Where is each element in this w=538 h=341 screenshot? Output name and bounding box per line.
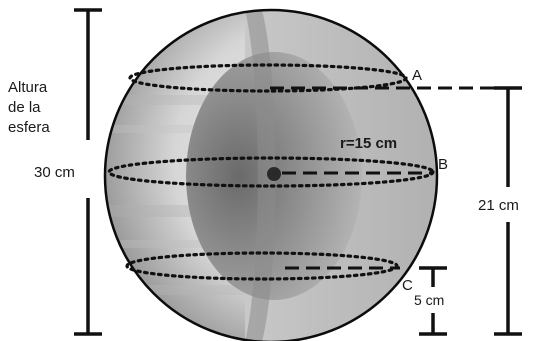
right-measure-bar [494,86,522,336]
bottom-measure-bar [419,266,447,336]
height-bar [74,8,102,336]
bottom-measure-label: 5 cm [414,292,444,308]
radius-label: r=15 cm [340,135,397,152]
point-a-label: A [412,67,422,84]
point-b-label: B [438,156,448,173]
height-label-line2: de la [8,99,41,116]
dashed-lines [270,86,520,270]
sphere-center-point [267,167,281,181]
height-label-line3: esfera [8,119,50,136]
right-measure-label: 21 cm [478,197,519,214]
point-c-label: C [402,277,413,294]
ring-equator [107,156,435,188]
ring-upper [128,63,408,93]
height-label-line1: Altura [8,79,48,96]
latitude-rings [107,63,435,281]
height-value-label: 30 cm [34,164,75,181]
ring-lower [125,251,399,281]
